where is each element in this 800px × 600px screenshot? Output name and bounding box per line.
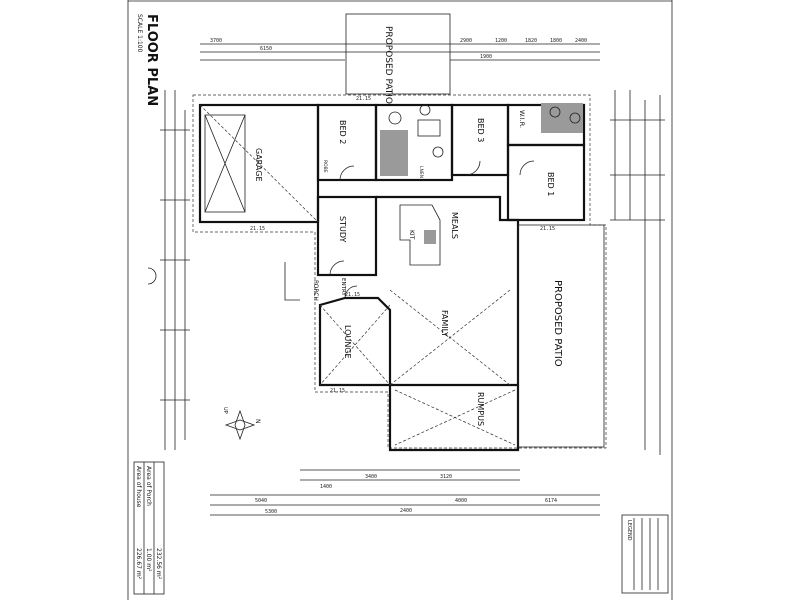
dim-top-1: 6150 [260, 46, 272, 52]
bottom-dimensions: 5040 3400 1400 3120 4000 2400 6174 5300 [210, 469, 600, 516]
meals-label: MEALS [450, 212, 459, 239]
dim-bottom-5: 2400 [400, 508, 412, 514]
dim-bottom-6: 6174 [545, 498, 557, 504]
ceiling-lines [199, 104, 516, 446]
family-walls [376, 195, 520, 452]
linen-label: LNEN [418, 166, 424, 178]
area-house-label: Area of house [135, 466, 142, 508]
legend-box: LEGEND [621, 514, 669, 594]
top-dimensions: 3700 6150 2900 1200 1820 1800 2400 1900 [200, 38, 600, 61]
patio-top: PROPOSED PATIO [345, 13, 451, 104]
dim-top-7: 1900 [480, 54, 492, 60]
ensuite-toilet-icon [569, 112, 581, 124]
wir-label: W.I.R. [518, 110, 526, 128]
plan-title: FLOOR PLAN [144, 14, 159, 106]
right-dimensions [610, 90, 665, 455]
plan-scale: SCALE 1:100 [136, 14, 143, 53]
level-2: 21.15 [540, 226, 555, 232]
study-walls [316, 195, 378, 277]
level-4: 21.15 [330, 388, 345, 394]
garage-door-symbol [204, 114, 246, 213]
area-house-value: 226.67 m² [135, 548, 142, 580]
ensuite-basin-icon [549, 106, 561, 118]
dim-bottom-3: 3120 [440, 474, 452, 480]
study-label: STUDY [338, 216, 347, 243]
level-markers: 21.15 21.15 21.15 21.15 21.15 [250, 96, 555, 394]
level-1: 21.15 [250, 226, 265, 232]
patio-right [517, 224, 605, 448]
title-block: FLOOR PLAN SCALE 1:100 [136, 14, 159, 106]
toilet-icon [388, 111, 402, 125]
porch-label: PORCH [312, 280, 319, 301]
rumpus-label: RUMPUS [476, 392, 485, 426]
lounge-label: LOUNGE [343, 325, 352, 359]
patio-right-label: PROPOSED PATIO [552, 280, 563, 367]
dim-top-2: 2900 [460, 38, 472, 44]
dim-top-3: 1200 [495, 38, 507, 44]
garage-label: GARAGE [254, 148, 263, 182]
vanity-icon [417, 119, 441, 137]
bed2-label: BED 2 [338, 120, 347, 144]
area-total-value: 232.56 m² [155, 548, 162, 580]
room-labels: GARAGE BED 2 BED 3 W.I.R. BED 1 STUDY ME… [254, 110, 563, 426]
basin-icon [419, 104, 431, 116]
dim-bottom-2: 1400 [320, 484, 332, 490]
entry-label: ENTRY [340, 278, 346, 296]
dim-top-4: 1820 [525, 38, 537, 44]
kit-label: KIT [408, 230, 415, 240]
dim-top-5: 1800 [550, 38, 562, 44]
dim-top-0: 3700 [210, 38, 222, 44]
left-dimensions [160, 90, 190, 450]
legend-title: LEGEND [626, 520, 632, 541]
north-label: N [254, 419, 261, 424]
dim-bottom-1: 3400 [365, 474, 377, 480]
fixtures [388, 104, 581, 266]
bed3-label: BED 3 [476, 118, 485, 142]
dim-bottom-4: 4000 [455, 498, 467, 504]
bed1-label: BED 1 [546, 172, 555, 196]
family-label: FAMILY [440, 310, 449, 337]
cooktop-icon [424, 230, 436, 244]
area-porch-value: 1.00 m² [145, 548, 152, 572]
bed1-walls [506, 143, 586, 222]
dim-bottom-total: 5300 [265, 509, 277, 515]
level-0: 21.15 [356, 96, 371, 102]
robe-label: ROBE [322, 160, 328, 173]
area-table: Area of house 226.67 m² Area of Porch 1.… [133, 461, 165, 595]
dim-bottom-0: 5040 [255, 498, 267, 504]
dim-top-6: 2400 [575, 38, 587, 44]
level-3: 21.15 [345, 292, 360, 298]
lounge-walls [318, 296, 392, 387]
kitchen-bench [399, 204, 441, 266]
patio-top-label: PROPOSED PATIO [383, 26, 393, 104]
north-arrow: UP N [222, 407, 261, 441]
north-up-label: UP [222, 407, 228, 414]
area-porch-label: Area of Porch [145, 466, 152, 506]
bathroom-tile-area [380, 130, 408, 176]
laundry-tub-icon [432, 146, 444, 158]
door-swings [329, 160, 535, 299]
porch-path [147, 262, 300, 301]
ensuite-tile-area [541, 103, 583, 133]
